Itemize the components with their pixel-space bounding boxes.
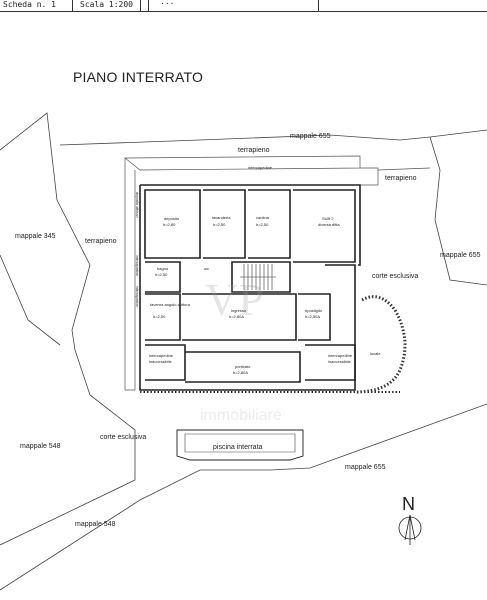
header-divider [140, 0, 141, 11]
room-taverna-h: h=2,50 [153, 314, 166, 319]
room-lavanderia-h: h=2,50 [213, 222, 226, 227]
sheet-number: Scheda n. 1 [3, 0, 56, 9]
mappale-345-label: mappale 345 [15, 233, 56, 240]
terrapieno-right-label: terrapieno [385, 175, 417, 182]
intercapedine-left-label: intercapedine [135, 255, 139, 276]
mappale-655-top-label: mappale 655 [290, 133, 331, 140]
room-sub2-note: diversa ditta [318, 222, 340, 227]
page-title: PIANO INTERRATO [73, 69, 204, 85]
room-wc: wc [204, 266, 209, 271]
site-boundaries [0, 112, 487, 591]
header-divider [148, 0, 149, 11]
svg-text:VP: VP [205, 274, 264, 325]
scale-label: Scala 1:200 [80, 0, 133, 9]
mappale-655-bottom-label: mappale 655 [345, 464, 386, 471]
room-porticato-h: h=2,80A [233, 370, 248, 375]
room-labels: deposito h=2,80 lavanderia h=2,50 cantin… [149, 215, 381, 375]
room-ripostiglio: ripostiglio [305, 308, 323, 313]
building-walls [139, 184, 361, 391]
corte-esclusiva-right-label: corte esclusiva [372, 273, 418, 280]
room-ingresso: ingresso [231, 308, 247, 313]
corte-esclusiva-left-label: corte esclusiva [100, 434, 146, 441]
room-deposito-h: h=2,80 [163, 222, 176, 227]
room-bagno-h: h=2,50 [155, 272, 168, 277]
pool-inner-edge [184, 433, 296, 453]
room-ingresso-h: h=2,80A [229, 314, 244, 319]
header-rule [0, 11, 487, 12]
room-bagno: bagno [157, 266, 169, 271]
terrapieno-left-label: terrapieno [85, 238, 117, 245]
site-labels: mappale 655 terrapieno intercapedine ter… [15, 133, 481, 528]
stairs [240, 264, 276, 290]
header-cut-text: ... [160, 0, 175, 6]
pool-label: piscina interrata [213, 444, 263, 451]
room-porticato: porticato [235, 364, 251, 369]
room-cantina: cantina [256, 215, 270, 220]
mappale-655-right-label: mappale 655 [440, 252, 481, 259]
deposito-attrezzi-label: deposito attrezzi [135, 192, 139, 218]
room-deposito: deposito [164, 216, 180, 221]
room-lavanderia: lavanderia [212, 215, 231, 220]
room-intercapedine-right: intercapedine [328, 353, 353, 358]
intercapedine-top-label: intercapedine [248, 165, 273, 170]
terrapieno-top-label: terrapieno [238, 147, 270, 154]
room-intercapedine-right-note: inaccessibile [328, 359, 351, 364]
room-sub2: SUB 2 [322, 216, 334, 221]
mappale-548-mid-label: mappale 548 [20, 443, 61, 450]
room-locale: locale [370, 351, 381, 356]
room-taverna: taverna angolo cottura [150, 302, 191, 307]
header-bar: Scheda n. 1 Scala 1:200 ... [0, 0, 487, 12]
garden-path [354, 295, 407, 394]
room-intercapedine-left: intercapedine [149, 353, 174, 358]
header-divider [318, 0, 319, 11]
header-divider [72, 0, 73, 11]
intercapedine-left2-label: intercapedine [135, 286, 139, 307]
room-cantina-h: h=2,50 [256, 222, 269, 227]
swimming-pool [176, 429, 304, 461]
svg-text:immobiliare: immobiliare [200, 407, 282, 424]
mappale-548-bottom-label: mappale 548 [75, 521, 116, 528]
north-label: N [402, 494, 415, 514]
room-intercapedine-left-note: inaccessibile [149, 359, 172, 364]
north-arrow [398, 514, 422, 545]
room-ripostiglio-h: h=2,50A [305, 314, 320, 319]
watermark: VP immobiliare [200, 274, 282, 424]
